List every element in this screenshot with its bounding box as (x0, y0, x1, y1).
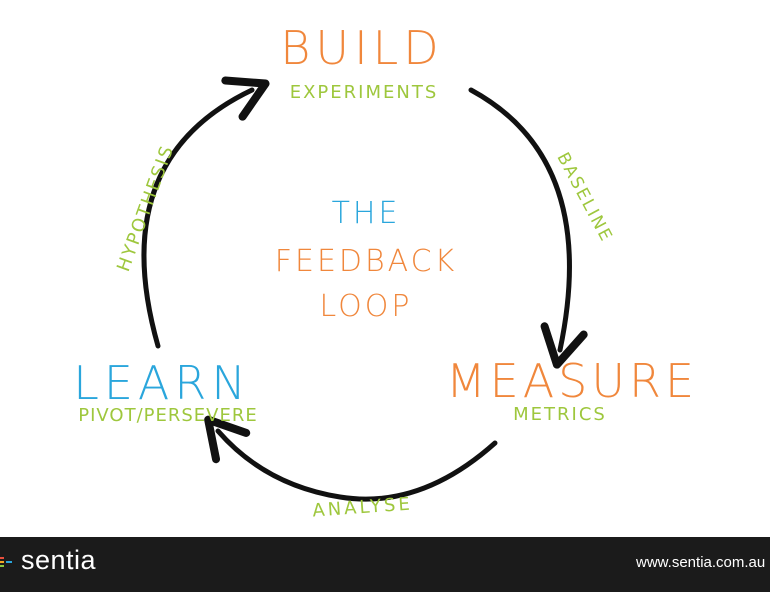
logo-color-dashes-icon (0, 556, 12, 567)
stage-learn-sublabel: PIVOT/PERSEVERE (78, 405, 258, 426)
sentia-logo-text: sentia (21, 545, 97, 575)
arrow-build-to-measure (468, 87, 588, 369)
transition-analyse-label: ANALYSE (312, 494, 414, 522)
stage-measure-sublabel: METRICS (513, 404, 607, 425)
stage-build-sublabel: EXPERIMENTS (290, 82, 439, 103)
sentia-logo-mark (0, 545, 21, 575)
center-title-line3: LOOP (320, 289, 413, 324)
arrow-measure-to-learn (204, 415, 498, 502)
stage-measure-label: MEASURE (446, 354, 698, 408)
feedback-loop-diagram: THE FEEDBACK LOOP BUILD EXPERIMENTS MEAS… (73, 21, 698, 522)
sentia-logo: sentia (0, 545, 96, 576)
center-title-line2: FEEDBACK (275, 244, 458, 279)
footer-website-link[interactable]: www.sentia.com.au (636, 554, 766, 571)
center-title-line1: THE (332, 196, 401, 231)
stage-build-label: BUILD (280, 21, 443, 75)
footer-bar: sentia www.sentia.com.au (0, 537, 770, 592)
arrow-learn-to-build (141, 76, 270, 349)
stage-learn-label: LEARN (73, 356, 251, 410)
